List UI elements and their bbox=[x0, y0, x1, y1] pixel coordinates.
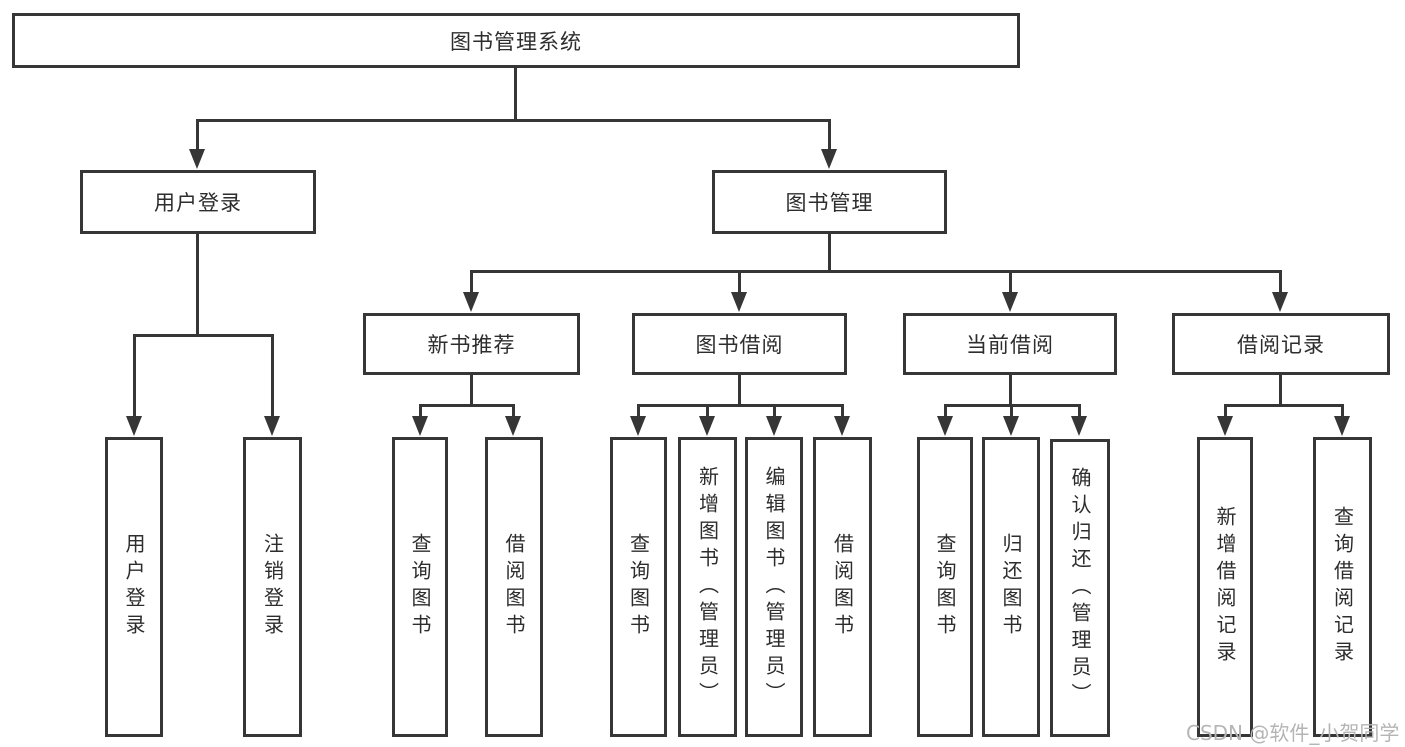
leaf-borrow-books-label: 借阅图书 bbox=[830, 533, 855, 641]
node-new-book-recommend-label: 新书推荐 bbox=[427, 333, 516, 357]
leaf-confirm-return-admin: 确认归还（管理员） bbox=[1050, 439, 1110, 737]
leaf-logout: 注销登录 bbox=[243, 437, 302, 737]
leaf-query-borrow-record: 查询借阅记录 bbox=[1313, 437, 1372, 737]
node-book-management: 图书管理 bbox=[712, 170, 947, 234]
connector-book-management-bus bbox=[470, 270, 1282, 273]
node-current-borrow: 当前借阅 bbox=[903, 313, 1117, 375]
leaf-add-borrow-record-label: 新增借阅记录 bbox=[1213, 506, 1237, 668]
connector-drop-cb-query bbox=[944, 404, 947, 418]
node-book-borrow: 图书借阅 bbox=[632, 313, 847, 375]
arrow-down-bb-query bbox=[630, 416, 646, 436]
connector-drop-bb-edit bbox=[773, 404, 776, 418]
connector-borrow-records-bus bbox=[1224, 404, 1343, 407]
arrow-down-cb-confirm bbox=[1071, 416, 1087, 436]
arrow-down-recommend-borrow bbox=[505, 416, 521, 436]
leaf-borrow-query-books-label: 查询图书 bbox=[626, 533, 651, 641]
connector-book-borrow-stem bbox=[738, 374, 741, 406]
connector-recommend-bus bbox=[419, 404, 515, 407]
leaf-confirm-return-admin-label: 确认归还（管理员） bbox=[1068, 466, 1092, 710]
node-borrow-records: 借阅记录 bbox=[1172, 313, 1390, 375]
arrow-down-recommend-query bbox=[412, 416, 428, 436]
arrow-down-leaf-logout bbox=[264, 416, 280, 436]
leaf-borrow-books: 借阅图书 bbox=[813, 437, 872, 737]
node-book-borrow-label: 图书借阅 bbox=[695, 333, 784, 357]
connector-book-management-stem bbox=[828, 234, 831, 273]
leaf-recommend-borrow-books: 借阅图书 bbox=[485, 437, 543, 737]
arrow-down-user-login bbox=[189, 149, 205, 169]
csdn-watermark: CSDN @软件_小贺同学 bbox=[1186, 721, 1400, 745]
leaf-recommend-borrow-books-label: 借阅图书 bbox=[502, 533, 526, 641]
connector-drop-book-management bbox=[828, 119, 831, 150]
arrow-down-leaf-user-login bbox=[126, 416, 142, 436]
leaf-return-books: 归还图书 bbox=[982, 437, 1040, 737]
leaf-recommend-query-books-label: 查询图书 bbox=[408, 533, 432, 641]
connector-drop-br-query bbox=[1341, 404, 1344, 418]
connector-drop-leaf-user-login bbox=[133, 334, 136, 417]
arrow-down-cb-query bbox=[937, 416, 953, 436]
leaf-return-books-label: 归还图书 bbox=[999, 533, 1023, 641]
node-book-management-label: 图书管理 bbox=[785, 191, 874, 215]
connector-drop-book-borrow bbox=[738, 270, 741, 294]
connector-drop-recommend-query bbox=[419, 404, 422, 418]
node-user-login: 用户登录 bbox=[80, 170, 316, 234]
node-borrow-records-label: 借阅记录 bbox=[1237, 333, 1325, 357]
connector-drop-current-borrow bbox=[1009, 270, 1012, 294]
node-root: 图书管理系统 bbox=[12, 13, 1020, 68]
node-new-book-recommend: 新书推荐 bbox=[363, 313, 580, 375]
connector-drop-cb-return bbox=[1010, 404, 1013, 418]
arrow-down-br-add bbox=[1217, 416, 1233, 436]
connector-drop-bb-borrow bbox=[841, 404, 844, 418]
arrow-down-bb-edit bbox=[766, 416, 782, 436]
connector-drop-recommend-borrow bbox=[512, 404, 515, 418]
connector-root-bus bbox=[196, 119, 831, 122]
connector-user-login-bus bbox=[133, 334, 274, 337]
connector-book-borrow-bus bbox=[637, 404, 843, 407]
leaf-borrow-query-books: 查询图书 bbox=[610, 437, 667, 737]
leaf-user-login: 用户登录 bbox=[105, 437, 163, 737]
arrow-down-borrow-records bbox=[1272, 292, 1288, 312]
connector-drop-user-login bbox=[196, 119, 199, 150]
arrow-down-book-borrow bbox=[731, 292, 747, 312]
leaf-recommend-query-books: 查询图书 bbox=[392, 437, 448, 737]
leaf-add-books-admin-label: 新增图书（管理员） bbox=[695, 465, 720, 709]
node-current-borrow-label: 当前借阅 bbox=[966, 333, 1054, 357]
connector-root-stem bbox=[514, 68, 517, 121]
leaf-user-login-label: 用户登录 bbox=[122, 533, 146, 641]
connector-drop-br-add bbox=[1224, 404, 1227, 418]
connector-drop-leaf-logout bbox=[271, 334, 274, 417]
leaf-current-query-books: 查询图书 bbox=[917, 437, 973, 737]
leaf-add-borrow-record: 新增借阅记录 bbox=[1197, 437, 1253, 737]
connector-current-borrow-stem bbox=[1009, 374, 1012, 406]
leaf-add-books-admin: 新增图书（管理员） bbox=[678, 437, 737, 737]
arrow-down-current-borrow bbox=[1002, 292, 1018, 312]
leaf-edit-books-admin-label: 编辑图书（管理员） bbox=[762, 465, 786, 709]
leaf-query-borrow-record-label: 查询借阅记录 bbox=[1330, 506, 1355, 668]
leaf-edit-books-admin: 编辑图书（管理员） bbox=[745, 437, 803, 737]
arrow-down-br-query bbox=[1334, 416, 1350, 436]
leaf-logout-label: 注销登录 bbox=[260, 533, 285, 641]
arrow-down-new-book-recommend bbox=[463, 292, 479, 312]
leaf-current-query-books-label: 查询图书 bbox=[933, 533, 957, 641]
connector-drop-bb-query bbox=[637, 404, 640, 418]
connector-drop-bb-add bbox=[706, 404, 709, 418]
connector-drop-borrow-records bbox=[1279, 270, 1282, 294]
arrow-down-book-management bbox=[821, 149, 837, 169]
node-root-label: 图书管理系统 bbox=[450, 29, 582, 54]
arrow-down-bb-borrow bbox=[834, 416, 850, 436]
connector-user-login-stem bbox=[196, 234, 199, 337]
connector-borrow-records-stem bbox=[1279, 374, 1282, 406]
connector-recommend-stem bbox=[470, 374, 473, 406]
arrow-down-cb-return bbox=[1003, 416, 1019, 436]
connector-drop-new-book-recommend bbox=[470, 270, 473, 294]
arrow-down-bb-add bbox=[699, 416, 715, 436]
node-user-login-label: 用户登录 bbox=[154, 191, 242, 215]
connector-drop-cb-confirm bbox=[1078, 404, 1081, 418]
